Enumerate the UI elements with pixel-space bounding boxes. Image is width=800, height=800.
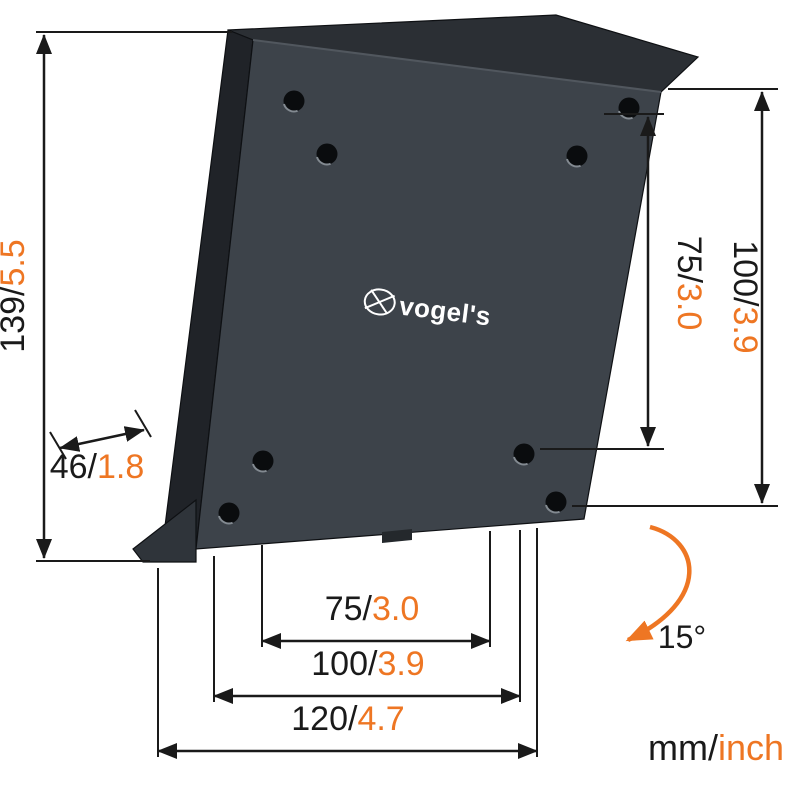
- dim-label-depth: 46/1.8: [50, 448, 145, 486]
- dim-vesa-horizontal-outer: 100/3.9: [213, 530, 521, 704]
- extension-line: [134, 409, 152, 438]
- dimension-line: [59, 426, 145, 452]
- dim-bottom-width: 120/4.7: [157, 528, 538, 759]
- logo-globe-icon: [363, 288, 396, 316]
- dim-label-vesa-vertical: 75/3.0: [670, 236, 708, 331]
- tilt-angle-label: 15°: [658, 619, 706, 655]
- dim-label-vesa-horizontal: 75/3.0: [325, 590, 420, 628]
- plate-foot: [132, 498, 197, 563]
- tilt-arrow-icon: [625, 524, 692, 643]
- dim-vesa-vertical: 75/3.0: [540, 113, 708, 450]
- dim-vesa-horizontal: 75/3.0: [261, 531, 491, 649]
- dim-label-right-height: 100/3.9: [726, 240, 764, 353]
- dim-label-bottom-width: 120/4.7: [291, 700, 404, 738]
- plate-fold-edge: [252, 39, 662, 93]
- dim-label-total-height: 139/5.5: [0, 239, 32, 352]
- dim-right-height: 100/3.9: [572, 88, 778, 507]
- dim-depth: 46/1.8: [49, 409, 152, 486]
- dim-label-vesa-horizontal-outer: 100/3.9: [311, 645, 424, 683]
- units-legend: mm/inch: [648, 727, 784, 768]
- extension-line: [49, 431, 67, 460]
- wall-mount-plate: vogel's: [132, 14, 700, 563]
- plate-bottom-tab: [382, 529, 412, 543]
- tilt-indicator: 15°: [625, 524, 706, 655]
- dim-total-height: 139/5.5: [0, 31, 232, 562]
